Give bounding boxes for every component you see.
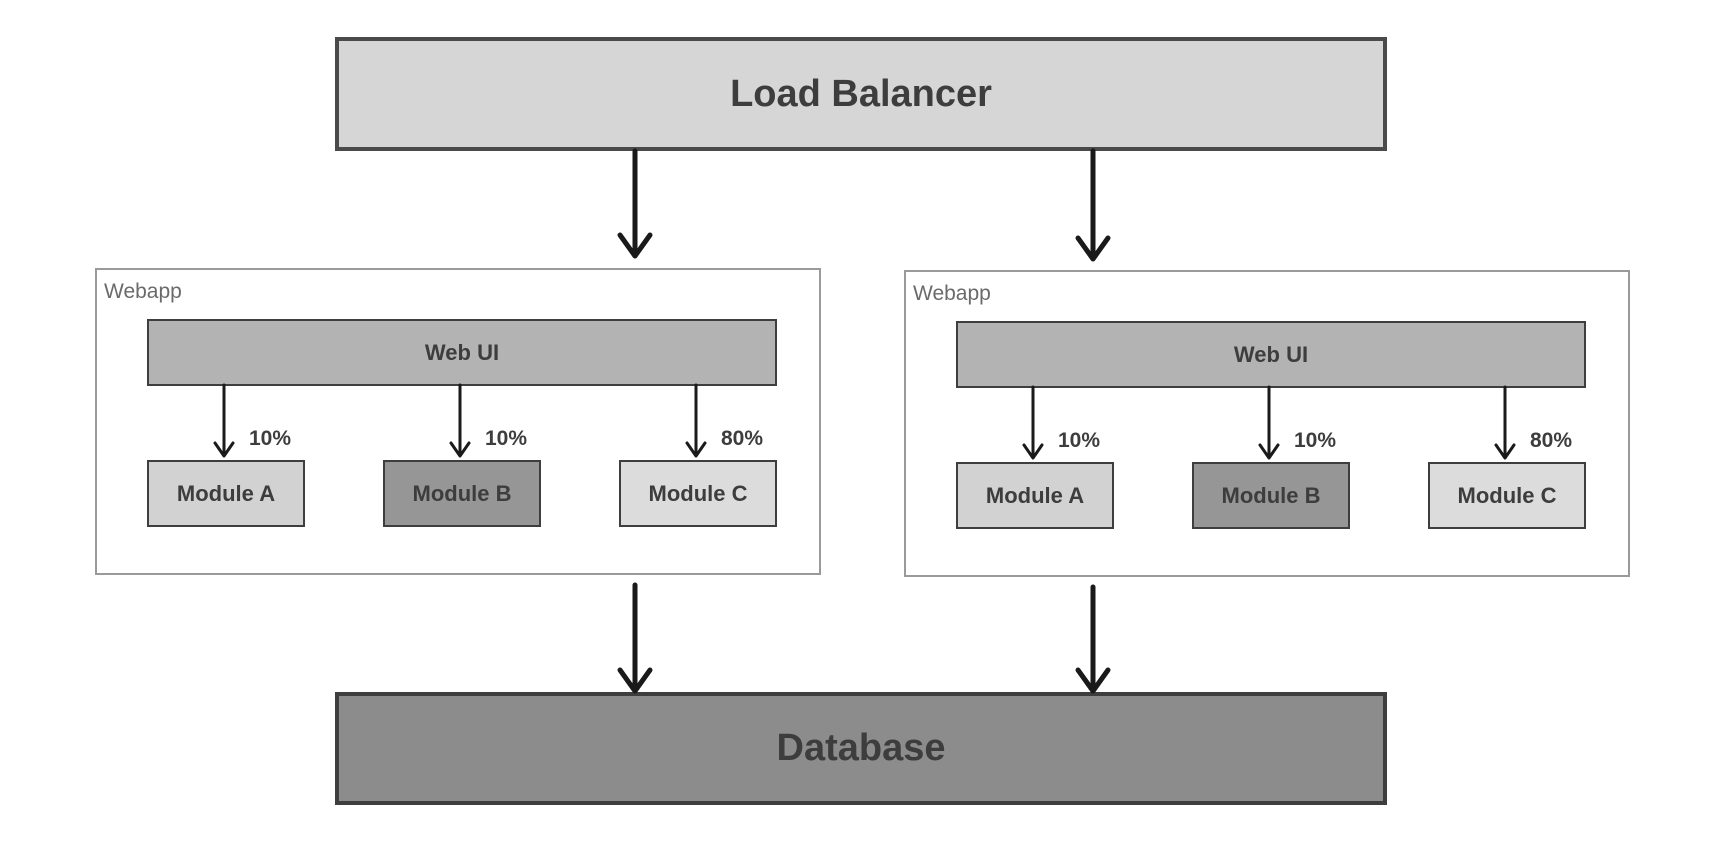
module-c-share: 80% — [721, 427, 764, 450]
arrow-left-webui-to-module-c — [685, 383, 707, 458]
module-b-node: Module B — [383, 460, 541, 527]
webapp-container-right: Webapp Web UI 10% 10% 80% Module A Modul… — [904, 270, 1630, 577]
arrow-lb-to-webapp-right — [1075, 148, 1111, 262]
module-b-label: Module B — [1221, 482, 1321, 508]
web-ui-label: Web UI — [1233, 341, 1309, 367]
load-balancer-label: Load Balancer — [730, 72, 992, 115]
module-c-label: Module C — [1457, 482, 1557, 508]
arrow-left-webui-to-module-a — [213, 383, 235, 458]
database-label: Database — [776, 727, 946, 769]
arrow-right-webui-to-module-b — [1258, 385, 1280, 460]
module-a-label: Module A — [985, 482, 1085, 508]
webapp-container-left: Webapp Web UI 10% 10% 80% Module A Modul… — [95, 268, 821, 575]
module-a-node: Module A — [956, 462, 1114, 529]
module-b-node: Module B — [1192, 462, 1350, 529]
module-c-node: Module C — [619, 460, 777, 527]
web-ui-label: Web UI — [424, 339, 500, 365]
module-c-node: Module C — [1428, 462, 1586, 529]
arrow-right-webui-to-module-a — [1022, 385, 1044, 460]
module-b-share: 10% — [485, 427, 528, 450]
module-a-label: Module A — [176, 480, 276, 506]
module-a-share: 10% — [1058, 429, 1101, 452]
arrow-webapp-left-to-db — [617, 582, 653, 694]
web-ui-node: Web UI — [956, 321, 1586, 388]
database-node: Database — [335, 692, 1387, 805]
module-b-share: 10% — [1294, 429, 1337, 452]
module-c-share: 80% — [1530, 429, 1573, 452]
webapp-title: Webapp — [913, 282, 991, 305]
web-ui-node: Web UI — [147, 319, 777, 386]
module-a-node: Module A — [147, 460, 305, 527]
load-balancer-node: Load Balancer — [335, 37, 1387, 151]
webapp-title: Webapp — [104, 280, 182, 303]
arrow-right-webui-to-module-c — [1494, 385, 1516, 460]
arrow-left-webui-to-module-b — [449, 383, 471, 458]
module-c-label: Module C — [648, 480, 748, 506]
arrow-webapp-right-to-db — [1075, 584, 1111, 694]
module-a-share: 10% — [249, 427, 292, 450]
arrow-lb-to-webapp-left — [617, 148, 653, 259]
module-b-label: Module B — [412, 480, 512, 506]
